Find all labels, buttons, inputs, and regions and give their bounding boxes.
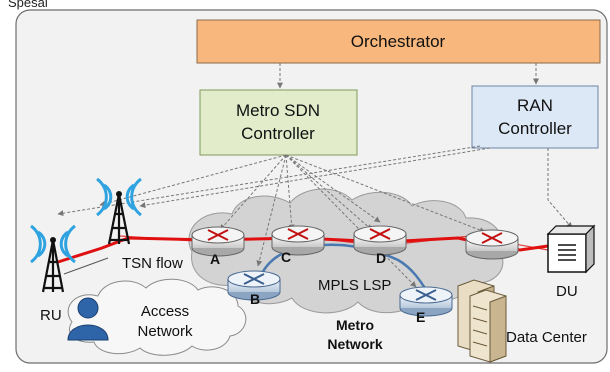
router-e-label: E bbox=[416, 309, 425, 325]
mpls-lsp-path bbox=[254, 243, 432, 297]
ru-label: RU bbox=[40, 307, 62, 324]
mpls-lsp-label: MPLS LSP bbox=[318, 277, 391, 294]
router-e bbox=[399, 286, 453, 317]
router-d bbox=[353, 225, 407, 256]
router-a-label: A bbox=[210, 251, 220, 267]
router-b-label: B bbox=[250, 291, 260, 307]
data-center-icon bbox=[457, 279, 507, 363]
du-device-icon bbox=[546, 224, 596, 274]
ru-antenna-icon bbox=[30, 224, 76, 293]
tsn-antenna-icon bbox=[96, 177, 142, 245]
ran-label-line1: RAN bbox=[517, 96, 553, 115]
user-icon bbox=[67, 297, 109, 341]
data-center-label: Data Center bbox=[506, 329, 587, 346]
top-text-fragment: Spesai bbox=[8, 0, 48, 10]
access-network-label-line2: Network bbox=[137, 323, 193, 340]
orchestrator-label: Orchestrator bbox=[351, 32, 446, 51]
access-network-label-line1: Access bbox=[141, 303, 189, 320]
ran-controller-box: RAN Controller bbox=[471, 85, 599, 149]
tsn-flow-label: TSN flow bbox=[122, 255, 183, 272]
metro-sdn-controller-box: Metro SDN Controller bbox=[199, 89, 358, 156]
access-network-cloud bbox=[67, 278, 247, 356]
metro-sdn-label-line1: Metro SDN bbox=[236, 101, 320, 120]
du-label: DU bbox=[556, 283, 578, 300]
orchestrator-box: Orchestrator bbox=[196, 19, 601, 64]
metro-sdn-label-line2: Controller bbox=[241, 124, 315, 143]
router-right bbox=[465, 229, 519, 260]
router-d-label: D bbox=[376, 250, 386, 266]
router-c bbox=[271, 225, 325, 256]
fronthaul-link bbox=[63, 257, 109, 275]
router-b bbox=[227, 270, 281, 301]
router-c-label: C bbox=[281, 249, 291, 265]
router-a bbox=[191, 226, 245, 257]
metro-network-label-line2: Network bbox=[327, 336, 382, 352]
metro-network-label-line1: Metro bbox=[336, 317, 374, 333]
ran-label-line2: Controller bbox=[498, 119, 572, 138]
